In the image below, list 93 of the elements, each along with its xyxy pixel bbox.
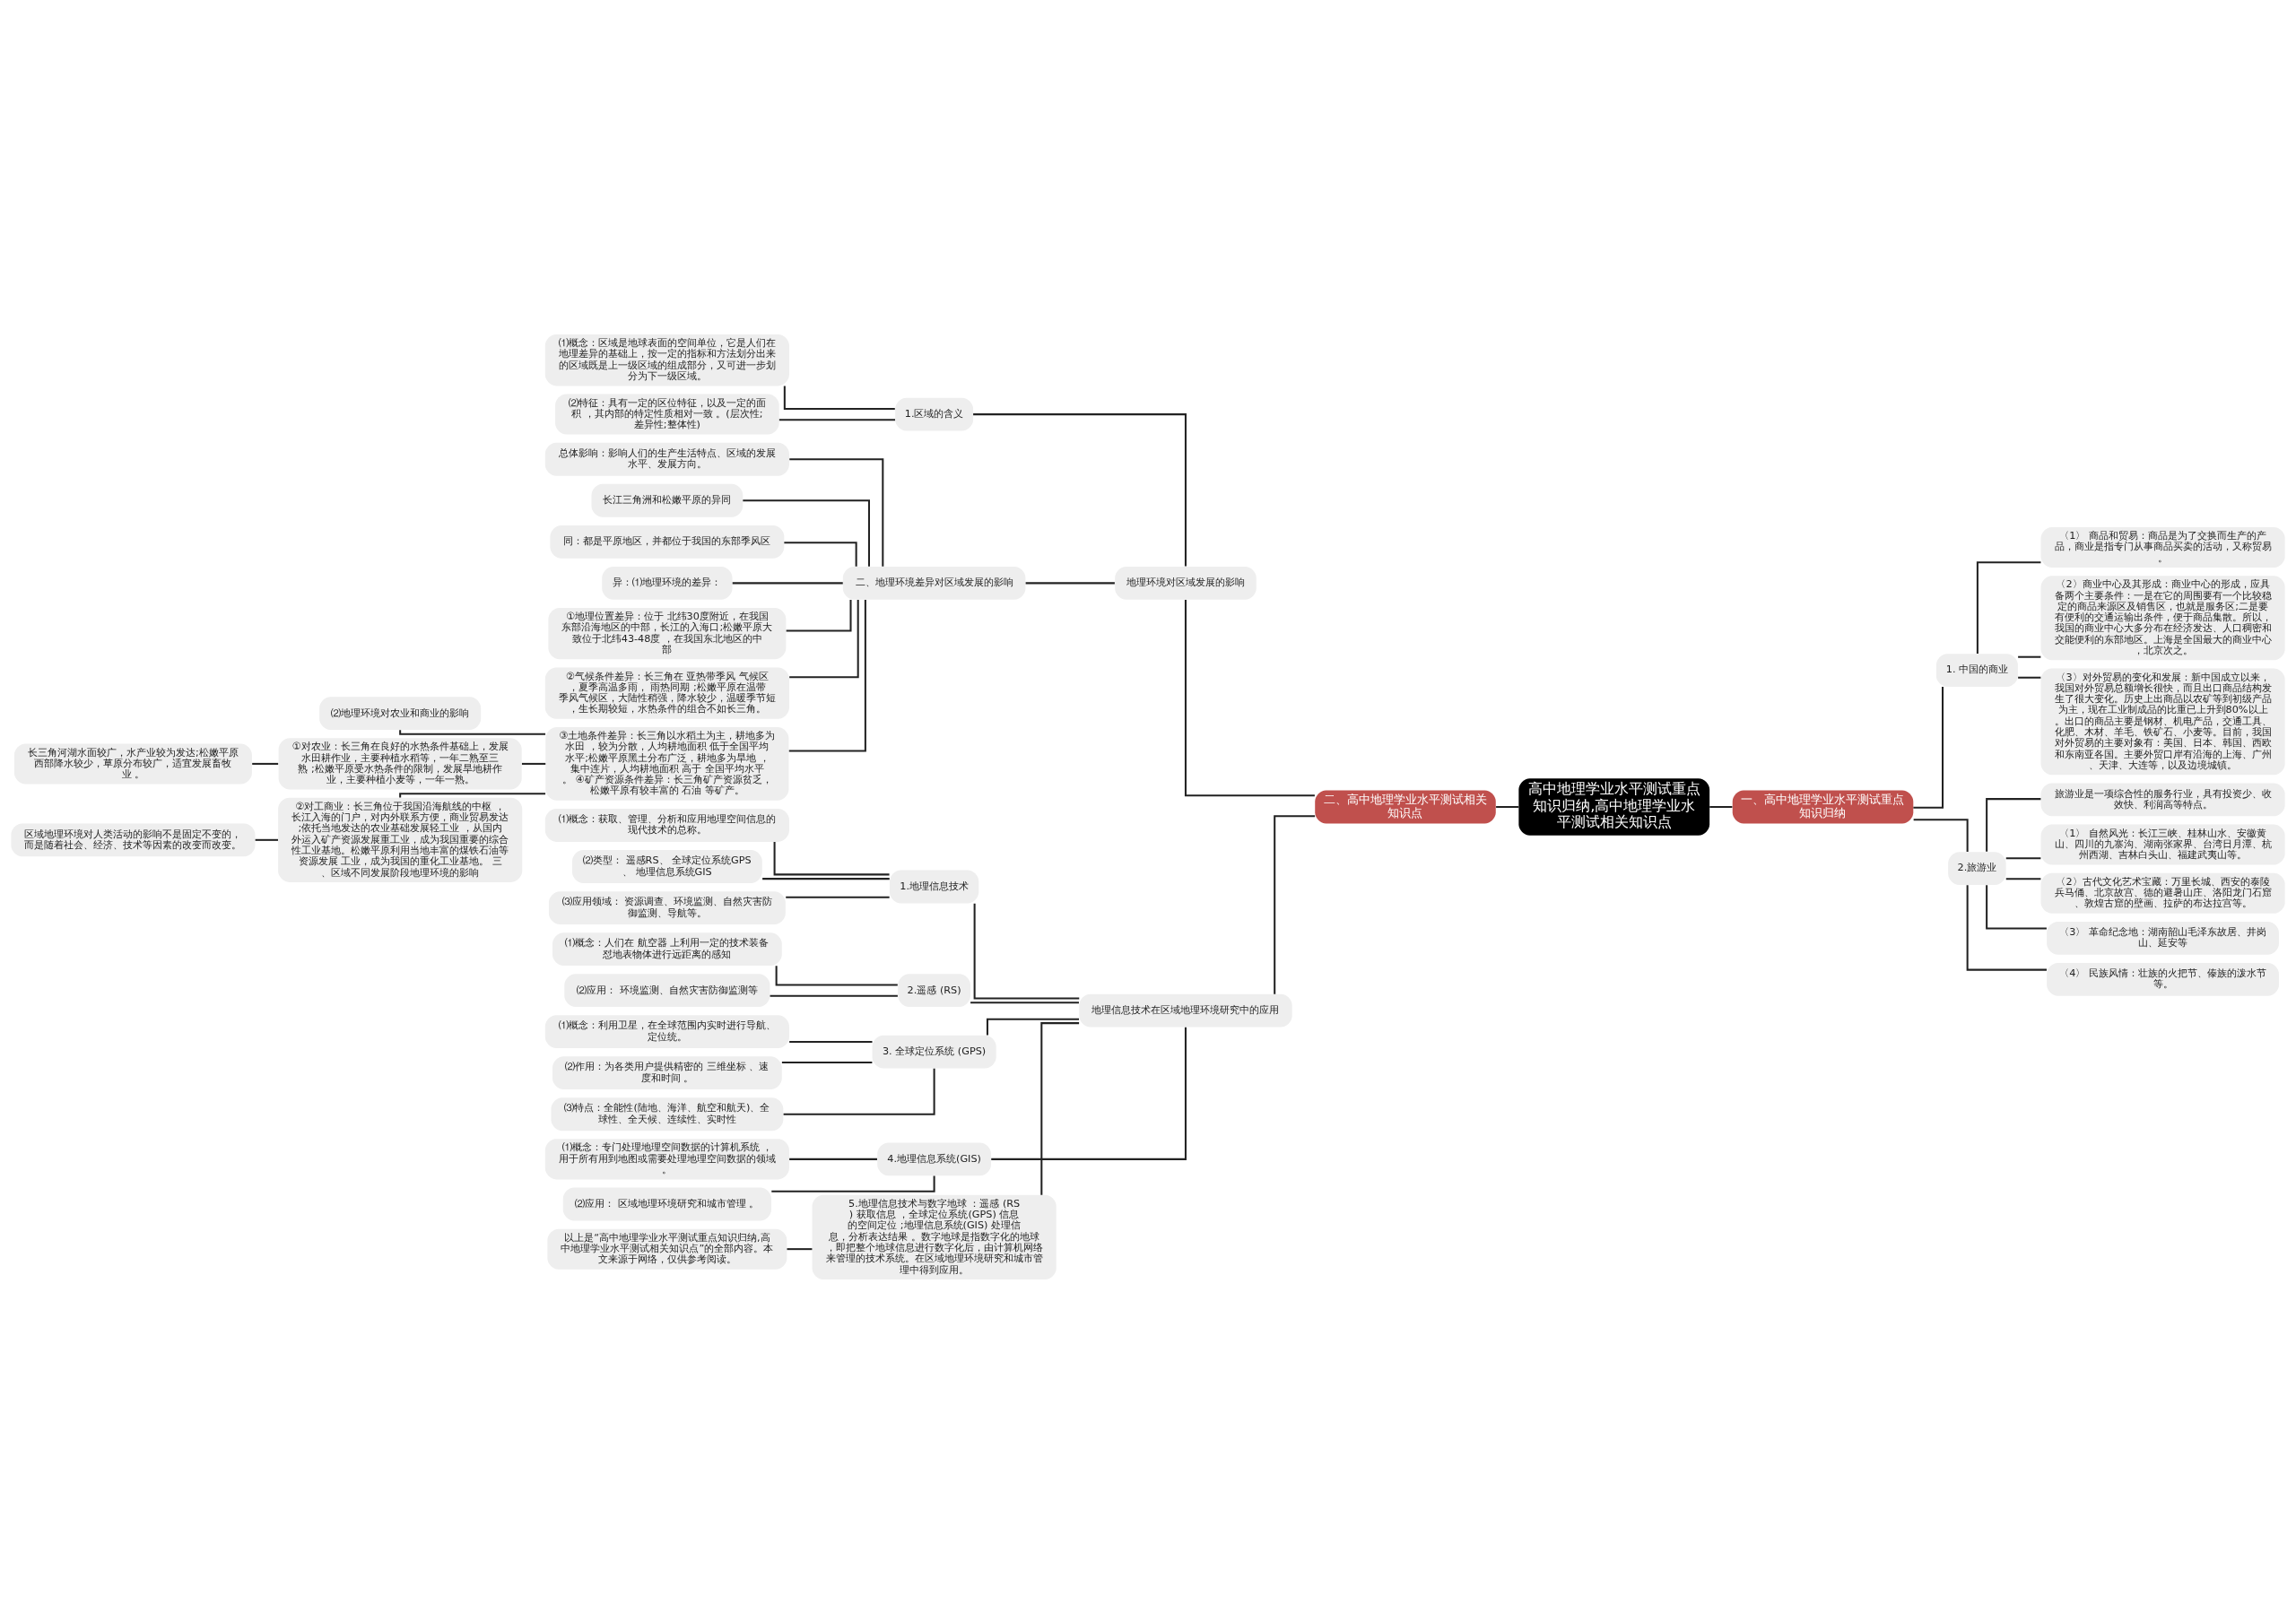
connector xyxy=(784,541,857,567)
connector xyxy=(1184,599,1315,796)
node-box: 3. 全球定位系统 (GPS) xyxy=(872,1035,996,1069)
node-box: 高中地理学业水平测试重点知识归纳,高中地理学业水平测试相关知识点 xyxy=(1518,777,1710,836)
node-box: 二、高中地理学业水平测试相关知识点 xyxy=(1315,790,1496,823)
connector xyxy=(786,599,852,632)
node-box: ⑵地理环境对农业和商业的影响 xyxy=(319,696,482,730)
connector xyxy=(973,903,1080,999)
connector xyxy=(1986,797,2041,852)
node-box: 2.遥感 (RS) xyxy=(898,973,971,1007)
connector xyxy=(1913,818,1969,852)
node-box: 总体影响：影响人们的生产生活特点、区域的发展水平、发展方向。 xyxy=(544,442,789,476)
connector xyxy=(775,965,898,985)
node-box: ⑴概念：利用卫星，在全球范围内实时进行导航、定位统。 xyxy=(544,1014,789,1048)
connector xyxy=(986,1018,1080,1035)
node-box: ⑶应用领域： 资源调查、环境监测、自然灾害防御监测、导航等。 xyxy=(548,890,786,924)
connector xyxy=(787,1247,813,1250)
connector xyxy=(770,994,898,997)
node-box: 〈1〉 自然风光：长江三峡、桂林山水、安徽黄山、四川的九寨沟、湖南张家界、台湾日月潭、杭州西湖、吉林白头山、福建武夷山等。 xyxy=(2040,823,2285,864)
connector xyxy=(786,896,890,898)
connector xyxy=(762,877,890,880)
node-box: 1.区域的含义 xyxy=(895,397,974,430)
node-box: 1. 中国的商业 xyxy=(1935,653,2018,687)
connector xyxy=(1274,814,1316,994)
connector xyxy=(1709,805,1733,808)
node-box: 2.旅游业 xyxy=(1948,851,2006,885)
connector xyxy=(1040,1021,1080,1195)
node-box: 以上是“高中地理学业水平测试重点知识归纳,高中地理学业水平测试相关知识点”的全部内容。本文来源于网络，仅供参考阅读。 xyxy=(547,1228,787,1270)
connector xyxy=(1496,805,1519,808)
node-box: ⑶特点：全能性(陆地、海洋、航空和航天)、全球性、全天候、连续性、实时性 xyxy=(551,1097,784,1131)
connector xyxy=(789,599,859,678)
node-box: 5.地理信息技术与数字地球 ：遥感 (RS) 获取信息 ，全球定位系统(GPS) 信息的空间定位 ;地理信息系统(GIS) 处理信息，分析表达结果 。数字地球是指数字化的地球，即把整个地球信息进行数字化后，由计算机网络来管理的技术系统。在区域地理环境研究和城市管理中得到应用。 xyxy=(812,1194,1057,1279)
node-box: 〈2〉古代文化艺术宝藏：万里长城、西安的泰陵兵马俑、北京故宫、德的避暑山庄、洛阳龙门石窟、敦煌古窟的壁画、拉萨的布达拉宫等。 xyxy=(2040,872,2285,914)
node-box: 区域地理环境对人类活动的影响不是固定不变的，而是随着社会、经济、技术等因素的改变而改变。 xyxy=(11,822,256,856)
node-box: 〈4〉 民族风情：壮族的火把节、傣族的泼水节等。 xyxy=(2047,962,2279,996)
connector xyxy=(973,412,1187,567)
node-box: 异：⑴地理环境的差异： xyxy=(602,566,733,600)
connector xyxy=(783,385,895,410)
node-box: 地理环境对区域发展的影响 xyxy=(1115,566,1257,600)
connector xyxy=(743,499,870,567)
connector xyxy=(2005,856,2041,859)
node-box: ⑴概念：获取、管理、分析和应用地理空间信息的现代技术的总称。 xyxy=(544,808,789,842)
connector xyxy=(1986,884,2047,930)
node-box: ⑵应用： 环境监测、自然灾害防御监测等 xyxy=(564,973,770,1007)
node-box: ②对工商业：长三角位于我国沿海航线的中枢 ，长江入海的门户，对内外联系方便，商业贸易发达;依托当地发达的农业基础发展轻工业 ，从国内外运入矿产资源发展重工业，成为我国重要的综合性工业基地。松嫩平原利用当地丰富的煤铁石油等资源发展 工业，成为我国的重化工业基地。 三、区域不同发展阶段地理环境的影响 xyxy=(278,797,523,882)
connector xyxy=(2005,877,2041,880)
node-box: ⑵应用： 区域地理环境研究和城市管理 。 xyxy=(562,1187,771,1220)
connector xyxy=(789,457,884,567)
connector xyxy=(773,841,890,875)
node-box: 〈1〉 商品和贸易：商品是为了交换而生产的产品，商业是指专门从事商品买卖的活动，又称贸易。 xyxy=(2040,526,2285,568)
node-box: ⑵类型： 遥感RS、 全球定位系统GPS、 地理信息系统GIS xyxy=(572,849,762,883)
connector xyxy=(2018,655,2041,658)
connector xyxy=(991,1027,1187,1160)
node-box: ⑴概念：人们在 航空器 上利用一定的技术装备怼地表物体进行远距离的感知 xyxy=(552,932,782,966)
connector xyxy=(783,1068,935,1115)
node-box: 〈3〉 革命纪念地：湖南韶山毛泽东故居、井岗山、延安等 xyxy=(2047,921,2279,955)
connector xyxy=(788,599,866,752)
connector xyxy=(252,762,279,765)
connector xyxy=(778,418,895,421)
node-box: 地理信息技术在区域地理环境研究中的应用 xyxy=(1079,993,1292,1028)
connector xyxy=(1966,884,2047,971)
node-box: 〈2〉商业中心及其形成：商业中心的形成，应具备两个主要条件：一是在它的周围要有一个比较稳定的商品来源区及销售区，也就是服务区;二是要有便利的交通运输出条件，便于商品集散。所以，我国的商业中心大多分布在经济发达、人口稠密和交能便利的东部地区。上海是全国最大的商业中心，北京次之。 xyxy=(2040,575,2285,660)
node-box: 一、高中地理学业水平测试重点知识归纳 xyxy=(1732,790,1914,823)
node-box: ⑵特征：具有一定的区位特征，以及一定的面积 ，其内部的特定性质相对一致 。(层次性;差异性;整体性) xyxy=(555,394,779,435)
node-box: ⑴概念：区域是地球表面的空间单位，它是人们在地理差异的基础上，按一定的指标和方法划分出来的区域既是上一级区域的组成部分，又可进一步划分为下一级区域。 xyxy=(544,334,789,386)
connector xyxy=(255,838,278,841)
node-box: 4.地理信息系统(GIS) xyxy=(877,1141,992,1175)
node-box: 长三角河湖水面较广，水产业较为发达;松嫩平原西部降水较少，草原分布较广，适宜发展畜牧业 。 xyxy=(13,742,252,784)
connector xyxy=(399,792,546,798)
node-box: ⑵作用：为各类用户提供精密的 三维坐标 、速度和时间 。 xyxy=(552,1055,782,1089)
node-box: ⑴概念：专门处理地理空间数据的计算机系统 ，用于所有用到地图或需要处理地理空间数据的领域。 xyxy=(544,1138,789,1179)
node-box: 同：都是平原地区，并都位于我国的东部季风区 xyxy=(550,525,785,559)
node-box: 旅游业是一项综合性的服务行业，具有投资少、收效快、利润高等特点。 xyxy=(2040,782,2285,816)
connector xyxy=(781,1061,873,1063)
connector xyxy=(771,1175,935,1192)
node-box: ②气候条件差异：长三角在 亚热带季风 气候区，夏季高温多雨， 雨热同期 ;松嫩平原在温带季风气候区，大陆性稍强，降水较少，温暖季节短，生长期较短，水热条件的组合不如长三角。 xyxy=(544,667,789,719)
node-box: ①对农业：长三角在良好的水热条件基础上，发展水田耕作业，主要种植水稻等，一年二熟至三熟 ;松嫩平原受水热条件的限制，发展旱地耕作业，主要种植小麦等，一年一熟。 xyxy=(278,737,522,790)
node-box: 〈3〉对外贸易的变化和发展：新中国成立以来，我国对外贸易总额增长很快，而且出口商品结构发生了很大变化。历史上出商品以农矿等到初级产品为主，现在工业制成品的比重已上升到80%以上。出口的商品主要是钢材、机电产品，交通工具、化肥、木材、羊毛、铁矿石、小麦等。目前，我国对外贸易的主要对象有：美国、日本、韩国、西欧和东南亚各国。主要外贸口岸有沿海的上海、广州、天津、大连等，以及边境城镇。 xyxy=(2040,668,2285,775)
node-box: ①地理位置差异：位于 北纬30度附近，在我国东部沿海地区的中部，长江的入海口;松嫩平原大致位于北纬43-48度 ，在我国东北地区的中部 xyxy=(548,607,787,659)
connector xyxy=(789,1040,873,1043)
node-box: ③土地条件差异：长三角以水稻土为主，耕地多为水田 ，较为分散，人均耕地面积 低于全国平均水平;松嫩平原黑土分布广泛，耕地多为旱地 ，集中连片，人均耕地面积 高于 全国平均水平。 ④矿产资源条件差异：长三角矿产资源贫乏，松嫩平原有较丰富的 石油 等矿产。 xyxy=(545,726,789,801)
connector xyxy=(1976,560,2041,654)
node-box: 1.地理信息技术 xyxy=(890,870,979,903)
connector xyxy=(521,762,546,765)
node-box: 长江三角洲和松嫩平原的异同 xyxy=(591,483,744,517)
connector xyxy=(1913,686,1944,809)
node-box: 二、地理环境差异对区域发展的影响 xyxy=(842,566,1026,600)
connector xyxy=(789,1158,877,1160)
connector xyxy=(2018,676,2041,679)
connector xyxy=(732,581,843,584)
connector xyxy=(1025,581,1115,584)
connector xyxy=(399,729,546,735)
connector xyxy=(970,1001,1079,1003)
